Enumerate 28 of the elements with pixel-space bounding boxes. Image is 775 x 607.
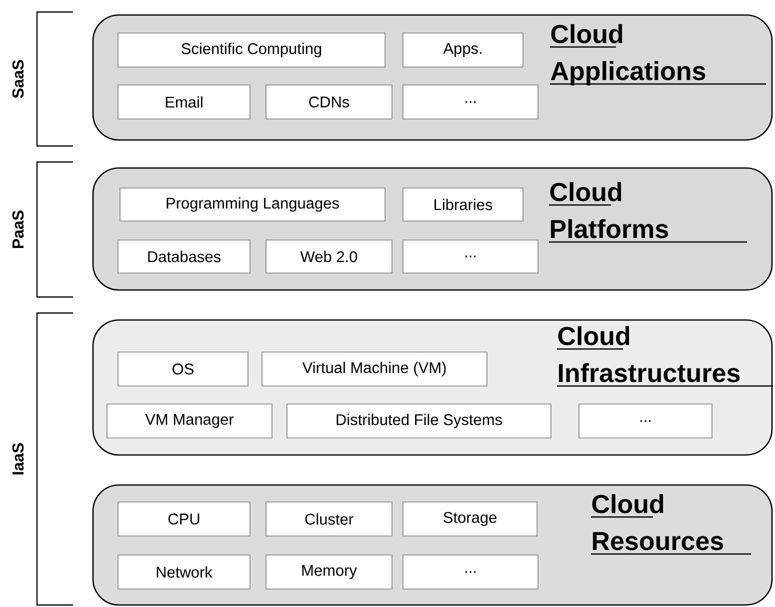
- item-box: ...: [402, 554, 538, 590]
- item-box: Memory: [266, 554, 392, 590]
- item-box: VM Manager: [106, 404, 272, 438]
- item-box: ...: [402, 240, 538, 274]
- layer-heading: Cloud Infrastructures: [557, 326, 773, 387]
- item-box: Web 2.0: [266, 240, 392, 274]
- item-box: Storage: [402, 502, 538, 536]
- item-box: Virtual Machine (VM): [262, 352, 488, 386]
- item-box: Libraries: [402, 188, 524, 222]
- item-box: Distributed File Systems: [286, 404, 552, 438]
- item-box: CPU: [118, 502, 250, 536]
- item-box: Databases: [118, 240, 250, 274]
- item-box: Network: [118, 554, 250, 590]
- item-box: OS: [118, 352, 248, 386]
- item-box: Scientific Computing: [118, 32, 386, 68]
- layer-label: PaaS: [12, 210, 24, 248]
- item-box: Cluster: [266, 502, 392, 536]
- item-box: Email: [118, 84, 250, 120]
- item-box: ...: [578, 404, 712, 438]
- item-box: ...: [402, 84, 538, 120]
- layer-heading: Cloud Platforms: [549, 182, 747, 243]
- layer-heading: Cloud Resources: [591, 494, 751, 555]
- item-box: Programming Languages: [120, 188, 386, 222]
- layer-heading: Cloud Applications: [550, 24, 766, 86]
- item-box: Apps.: [402, 32, 524, 68]
- layer-label: SaaS: [12, 60, 24, 98]
- layer-label: IaaS: [12, 443, 24, 474]
- item-box: CDNs: [266, 84, 392, 120]
